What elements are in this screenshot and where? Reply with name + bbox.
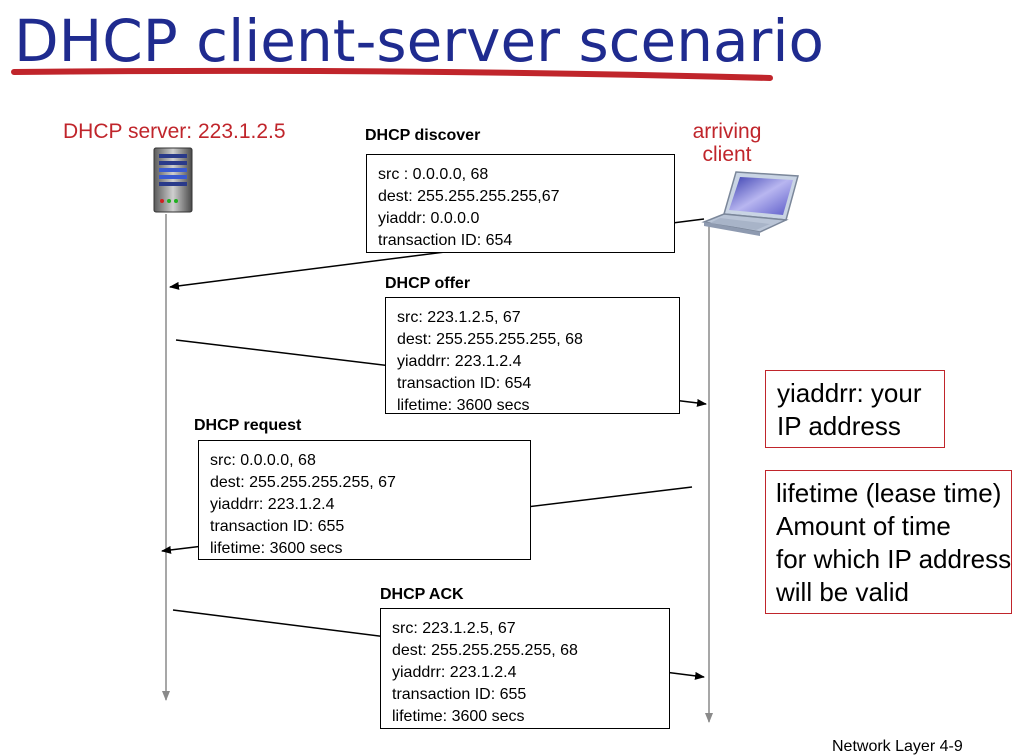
offer-line: src: 223.1.2.5, 67 — [397, 309, 521, 326]
offer-box: src: 223.1.2.5, 67 dest: 255.255.255.255… — [385, 297, 680, 414]
lifetime-note-line: will be valid — [776, 577, 909, 607]
request-line: dest: 255.255.255.255, 67 — [210, 474, 396, 491]
yiaddr-note-line: yiaddrr: your — [777, 378, 922, 408]
request-box: src: 0.0.0.0, 68 dest: 255.255.255.255, … — [198, 440, 531, 560]
ack-box: src: 223.1.2.5, 67 dest: 255.255.255.255… — [380, 608, 670, 729]
server-icon — [153, 147, 193, 213]
request-line: transaction ID: 655 — [210, 518, 345, 535]
client-label-line-2: client — [702, 143, 752, 166]
ack-line: dest: 255.255.255.255, 68 — [392, 642, 578, 659]
slide-footer: Network Layer 4-9 — [832, 738, 963, 755]
ack-line: yiaddrr: 223.1.2.4 — [392, 664, 517, 681]
ack-line: src: 223.1.2.5, 67 — [392, 620, 516, 637]
ack-line: lifetime: 3600 secs — [392, 708, 525, 725]
page-title: DHCP client-server scenario — [14, 7, 824, 75]
discover-line: transaction ID: 654 — [378, 232, 513, 249]
ack-title: DHCP ACK — [380, 586, 464, 603]
server-label: DHCP server: 223.1.2.5 — [63, 120, 286, 143]
yiaddr-note-line: IP address — [777, 411, 901, 441]
discover-line: yiaddr: 0.0.0.0 — [378, 210, 480, 227]
yiaddr-note: yiaddrr: your IP address — [765, 370, 945, 448]
request-line: src: 0.0.0.0, 68 — [210, 452, 316, 469]
ack-line: transaction ID: 655 — [392, 686, 527, 703]
offer-line: lifetime: 3600 secs — [397, 397, 530, 414]
discover-box: src : 0.0.0.0, 68 dest: 255.255.255.255,… — [366, 154, 675, 253]
lifetime-note-line: for which IP address — [776, 544, 1012, 574]
offer-title: DHCP offer — [385, 275, 471, 292]
lifetime-note-line: Amount of time — [776, 511, 951, 541]
request-title: DHCP request — [194, 417, 302, 434]
offer-line: dest: 255.255.255.255, 68 — [397, 331, 583, 348]
laptop-icon — [701, 171, 799, 236]
request-line: yiaddrr: 223.1.2.4 — [210, 496, 335, 513]
discover-line: src : 0.0.0.0, 68 — [378, 166, 489, 183]
lifetime-note: lifetime (lease time) Amount of time for… — [765, 470, 1012, 614]
offer-line: transaction ID: 654 — [397, 375, 532, 392]
offer-line: yiaddrr: 223.1.2.4 — [397, 353, 522, 370]
client-label-line-1: arriving — [692, 120, 762, 143]
discover-title: DHCP discover — [365, 127, 481, 144]
client-label: arriving client — [683, 120, 771, 166]
request-line: lifetime: 3600 secs — [210, 540, 343, 557]
discover-line: dest: 255.255.255.255,67 — [378, 188, 560, 205]
lifetime-note-line: lifetime (lease time) — [776, 478, 1002, 508]
